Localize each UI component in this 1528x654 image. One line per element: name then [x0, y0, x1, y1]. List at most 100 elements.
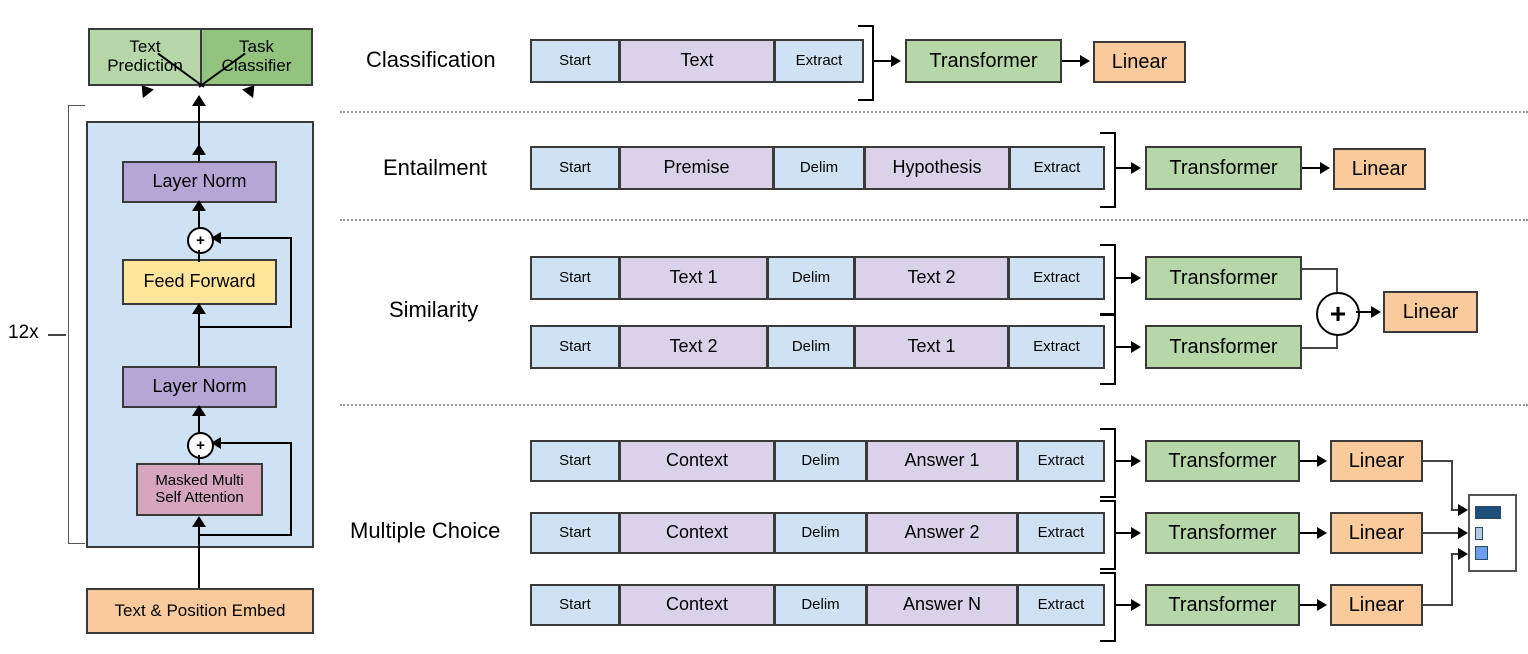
answer-score-bar — [1475, 527, 1483, 540]
transformer-label: Transformer — [1168, 594, 1277, 616]
similarity-sum-to-linear-line — [1356, 311, 1376, 313]
residual-add-upper-symbol: + — [196, 232, 205, 249]
task-label-multiple-choice: Multiple Choice — [350, 518, 501, 543]
transformer-to-linear-line — [1300, 604, 1320, 606]
token-cell: Extract — [1008, 325, 1105, 369]
token-cell: Start — [530, 39, 620, 83]
token-cell: Extract — [1017, 440, 1105, 482]
similarity-merge-top-v — [1336, 268, 1338, 300]
token-cell: Text 1 — [619, 256, 768, 300]
bracket-to-transformer-line — [1114, 532, 1134, 534]
skip-lower-bottom — [198, 534, 292, 536]
token-label: Delim — [801, 595, 840, 613]
linear-block: Linear — [1330, 584, 1423, 626]
token-cell: Delim — [773, 146, 865, 190]
token-label: Extract — [795, 51, 843, 69]
repeat-count-label: 12x — [8, 322, 39, 343]
bracket-to-transformer-arrow — [1131, 272, 1141, 284]
bracket-to-transformer-line — [1114, 277, 1134, 279]
transformer-to-linear-line — [1302, 167, 1324, 169]
token-label: Start — [559, 523, 591, 541]
token-label: Start — [559, 268, 591, 286]
token-label: Extract — [1037, 595, 1085, 613]
answer-score-chart — [1468, 494, 1517, 572]
bracket-to-transformer-arrow — [1131, 599, 1141, 611]
block-text-position-embed: Text & Position Embed — [86, 588, 314, 634]
token-label: Delim — [791, 337, 831, 355]
linear-label: Linear — [1348, 594, 1405, 616]
transformer-label: Transformer — [1168, 522, 1277, 544]
embed-to-attn-arrow — [192, 516, 206, 527]
token-cell: Text 1 — [854, 325, 1009, 369]
token-label: Extract — [1033, 158, 1081, 176]
token-cell: Start — [530, 325, 620, 369]
linear-block: Linear — [1093, 41, 1186, 83]
task-label-similarity: Similarity — [389, 297, 479, 322]
similarity-merge-bottom-v — [1336, 325, 1338, 348]
transformer-to-linear-arrow — [1080, 55, 1090, 67]
linear-label: Linear — [1348, 450, 1405, 472]
token-cell: Start — [530, 146, 620, 190]
token-cell: Delim — [767, 325, 855, 369]
token-label: Context — [665, 594, 729, 615]
ln-bottom-out-line — [198, 326, 200, 366]
block-feed-forward-label: Feed Forward — [143, 271, 256, 292]
add-upper-to-ln-arrow — [192, 200, 206, 211]
add-lower-to-ln-line — [198, 408, 200, 434]
token-cell: Extract — [1017, 584, 1105, 626]
token-cell: Extract — [1008, 256, 1105, 300]
token-label: Context — [665, 522, 729, 543]
ln-top-out-arrow — [192, 144, 206, 155]
mc-wire-2-arrow — [1458, 527, 1468, 539]
token-cell: Delim — [774, 584, 867, 626]
task-label-classification: Classification — [366, 47, 496, 72]
token-label: Extract — [1037, 451, 1085, 469]
token-label: Start — [559, 451, 591, 469]
mc-wire-2-h — [1423, 532, 1464, 534]
block-feed-forward: Feed Forward — [122, 259, 277, 305]
bracket-to-transformer-line — [1114, 460, 1134, 462]
ff-out-line — [198, 250, 200, 262]
block-layer-norm-top: Layer Norm — [122, 161, 277, 203]
bracket-to-transformer-arrow — [1131, 455, 1141, 467]
token-cell: Context — [619, 512, 775, 554]
linear-block: Linear — [1330, 512, 1423, 554]
linear-block: Linear — [1330, 440, 1423, 482]
token-label: Start — [559, 51, 591, 69]
answer-score-bar — [1475, 506, 1501, 519]
bracket-to-transformer-line — [872, 60, 894, 62]
token-cell: Delim — [774, 440, 867, 482]
skip-upper-top — [218, 237, 292, 239]
token-cell: Start — [530, 512, 620, 554]
skip-upper-bottom — [198, 326, 292, 328]
transformer-block: Transformer — [1145, 512, 1300, 554]
head-stem-line — [198, 103, 200, 125]
token-label: Premise — [663, 157, 730, 178]
bracket-to-transformer-arrow — [891, 55, 901, 67]
token-cell: Extract — [774, 39, 864, 83]
token-cell: Text 2 — [854, 256, 1009, 300]
token-cell: Start — [530, 584, 620, 626]
transformer-label: Transformer — [929, 50, 1038, 72]
block-masked-self-attention-line2: Self Attention — [155, 488, 244, 506]
transformer-to-linear-arrow — [1317, 599, 1327, 611]
token-label: Delim — [791, 268, 831, 286]
linear-label: Linear — [1402, 301, 1459, 323]
token-cell: Start — [530, 440, 620, 482]
token-label: Delim — [801, 451, 840, 469]
token-cell: Answer 2 — [866, 512, 1018, 554]
group-bracket — [1100, 428, 1116, 498]
answer-score-bar — [1475, 546, 1488, 560]
skip-lower-arrow — [211, 437, 221, 449]
block-layer-norm-bottom-label: Layer Norm — [152, 376, 247, 397]
similarity-sum-circle: + — [1316, 292, 1360, 336]
bracket-to-transformer-line — [1114, 346, 1134, 348]
transformer-label: Transformer — [1168, 450, 1277, 472]
mc-wire-3-arrow — [1458, 548, 1468, 560]
mc-wire-3-v — [1451, 553, 1453, 605]
